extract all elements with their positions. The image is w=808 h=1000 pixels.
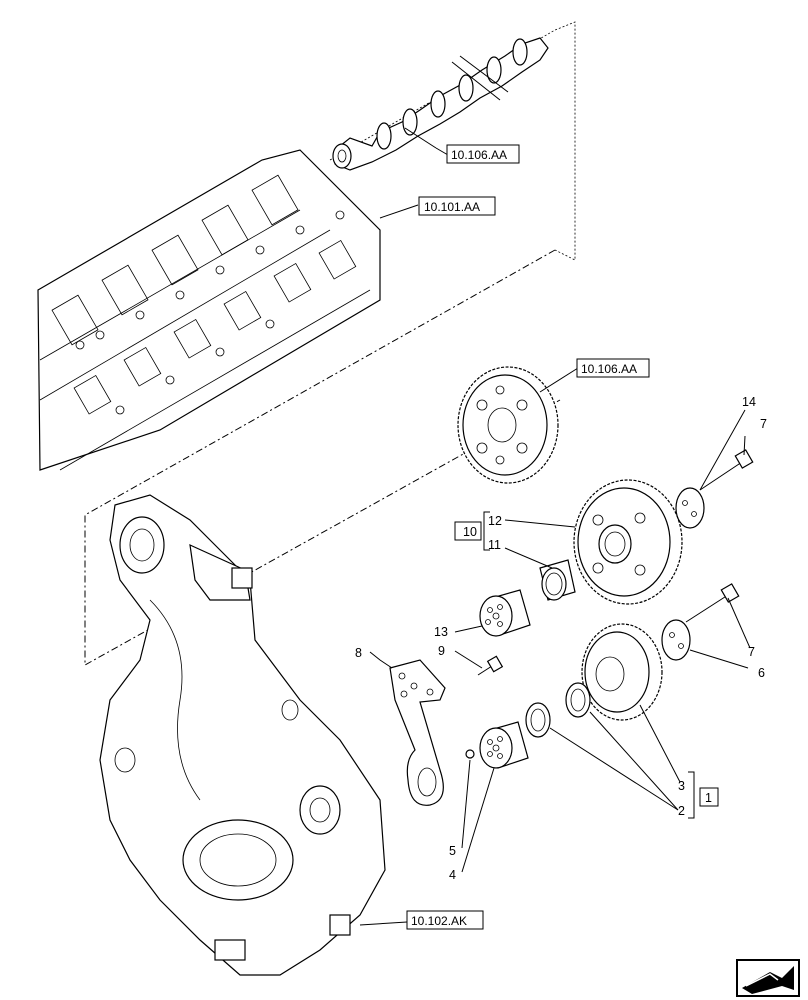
idler-gear-12 xyxy=(573,479,683,605)
ref-front-housing: 10.102.AK xyxy=(406,910,484,930)
callout-14: 14 xyxy=(742,395,756,409)
callout-7-upper: 7 xyxy=(760,417,767,431)
cylinder-head xyxy=(37,149,381,471)
kit-10-label: 10 xyxy=(463,525,477,539)
kit-bracket-10 xyxy=(454,511,490,551)
ref-cylinder-head-label: 10.101.AA xyxy=(424,200,480,214)
callout-13: 13 xyxy=(434,625,448,639)
ref-camshaft-gear: 10.106.AA xyxy=(576,358,650,378)
bushing-11 xyxy=(539,559,576,601)
ref-camshaft: 10.106.AA xyxy=(446,144,520,164)
bracket-8 xyxy=(389,659,446,806)
front-housing xyxy=(99,494,386,976)
ref-camshaft-gear-label: 10.106.AA xyxy=(581,362,637,376)
callout-7-lower: 7 xyxy=(748,645,755,659)
leader-lines xyxy=(359,127,751,926)
assembly-line xyxy=(84,249,561,666)
kit-bracket-1 xyxy=(688,771,719,819)
callout-9: 9 xyxy=(438,644,445,658)
bushings-2 xyxy=(525,682,591,738)
bolt-upper xyxy=(699,449,754,491)
callout-4: 4 xyxy=(449,868,456,882)
camshaft-gear xyxy=(457,366,559,484)
ref-front-housing-label: 10.102.AK xyxy=(411,914,467,928)
callout-3: 3 xyxy=(678,779,685,793)
idler-gear-3 xyxy=(581,623,663,721)
callout-8: 8 xyxy=(355,646,362,660)
next-page-arrow-icon[interactable] xyxy=(736,959,800,997)
callout-6: 6 xyxy=(758,666,765,680)
plug-5 xyxy=(465,749,475,759)
thrust-washer-upper xyxy=(675,487,705,529)
callout-5: 5 xyxy=(449,844,456,858)
callout-12: 12 xyxy=(488,514,502,528)
hub-13 xyxy=(479,589,531,637)
ref-cylinder-head: 10.101.AA xyxy=(418,196,496,216)
screw-9 xyxy=(477,655,504,676)
bolt-lower xyxy=(685,583,740,623)
hub-4 xyxy=(479,721,529,769)
callout-11: 11 xyxy=(488,538,501,552)
callout-2: 2 xyxy=(678,804,685,818)
thrust-washer-6 xyxy=(661,619,691,661)
kit-1-label: 1 xyxy=(705,791,712,805)
ref-camshaft-label: 10.106.AA xyxy=(451,148,507,162)
